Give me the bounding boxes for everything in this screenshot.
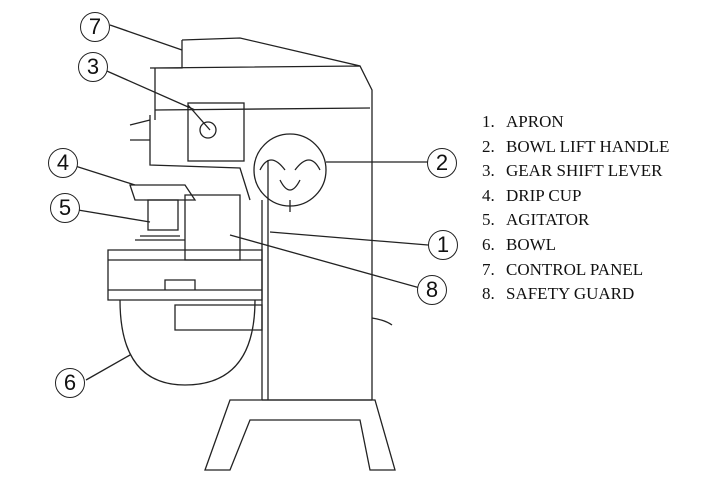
callout-7: 7: [80, 12, 110, 42]
legend-label: GEAR SHIFT LEVER: [506, 161, 663, 181]
legend-item: 1. APRON: [482, 110, 669, 135]
callout-8: 8: [417, 275, 447, 305]
legend-label: AGITATOR: [506, 210, 590, 230]
legend-item: 6. BOWL: [482, 233, 669, 258]
callout-4: 4: [48, 148, 78, 178]
legend-number: 2.: [482, 136, 495, 156]
legend-label: BOWL: [506, 234, 557, 254]
callout-6: 6: [55, 368, 85, 398]
legend-number: 5.: [482, 210, 495, 230]
legend-number: 6.: [482, 234, 495, 254]
legend-number: 4.: [482, 185, 495, 205]
legend-number: 1.: [482, 112, 495, 131]
legend-label: DRIP CUP: [506, 185, 582, 205]
legend-number: 8.: [482, 284, 495, 304]
parts-legend: 1. APRON 2. BOWL LIFT HANDLE 3. GEAR SHIFT …: [482, 110, 669, 307]
legend-label: BOWL LIFT HANDLE: [506, 136, 670, 156]
legend-item: 5. AGITATOR: [482, 208, 669, 233]
legend-item: 7. CONTROL PANEL: [482, 258, 669, 283]
callout-5: 5: [50, 193, 80, 223]
legend-item: 8. SAFETY GUARD: [482, 282, 669, 307]
legend-label: CONTROL PANEL: [506, 259, 644, 279]
legend-number: 7.: [482, 259, 495, 279]
legend-label: SAFETY GUARD: [506, 284, 635, 304]
legend-number: 3.: [482, 161, 495, 181]
callout-2: 2: [427, 148, 457, 178]
legend-item: 4. DRIP CUP: [482, 184, 669, 209]
callout-3: 3: [78, 52, 108, 82]
callout-1: 1: [428, 230, 458, 260]
legend-label: APRON: [506, 112, 564, 131]
legend-item: 3. GEAR SHIFT LEVER: [482, 159, 669, 184]
legend-item: 2. BOWL LIFT HANDLE: [482, 135, 669, 160]
